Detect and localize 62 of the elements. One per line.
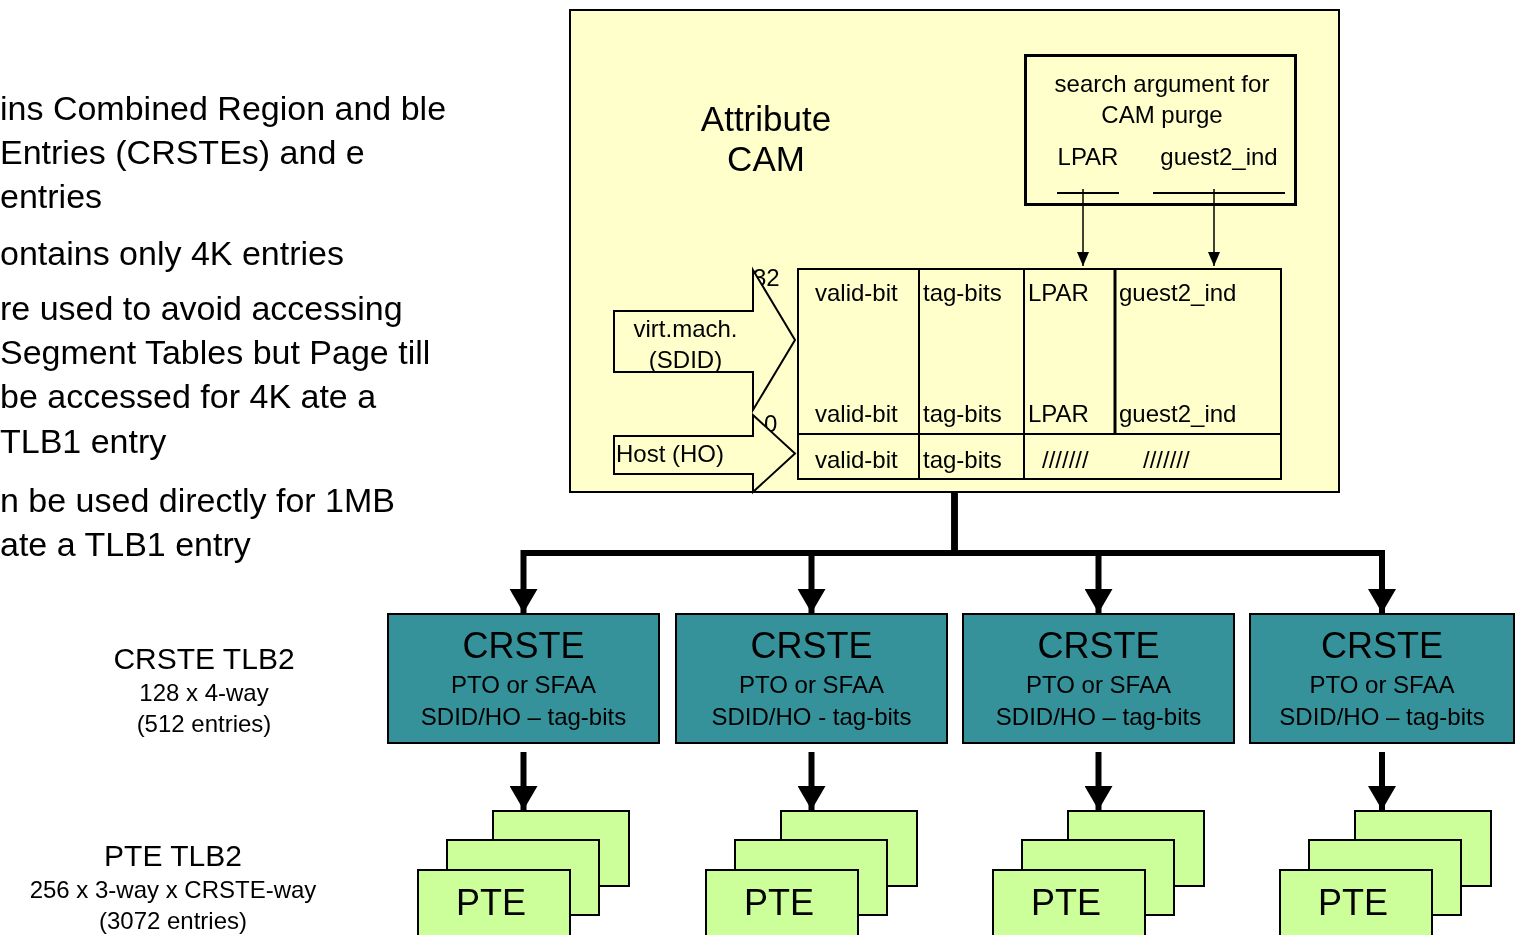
table-cell-text: tag-bits: [923, 400, 1002, 428]
box-label: search argument for CAM purge: [1053, 69, 1271, 131]
arrow: [951, 493, 1396, 613]
section-label: CRSTE TLB2: [112, 641, 296, 677]
box-label: PTO or SFAA: [450, 671, 597, 699]
table-cell-text: ///////: [1042, 446, 1089, 474]
box-title: CRSTE: [461, 625, 586, 667]
arrow: [1077, 188, 1089, 267]
block-arrow: [613, 412, 797, 495]
bullet-text: re used to avoid accessing Segment Tables but Page till be accessed for 4K ate a TLB1 entry: [0, 288, 432, 462]
pte-stack: [992, 810, 1205, 935]
field-label: LPAR: [1057, 143, 1119, 171]
box-label: SDID/HO - tag-bits: [710, 703, 913, 731]
arrow: [1084, 752, 1113, 810]
box-label: SDID/HO – tag-bits: [1278, 703, 1486, 731]
table-cell-text: valid-bit: [815, 446, 898, 474]
arrow: [797, 752, 826, 810]
bullet-text: ins Combined Region and ble Entries (CRSTEs) and e entries: [0, 88, 448, 218]
card-title: PTE: [1031, 882, 1101, 924]
box-label: SDID/HO – tag-bits: [994, 703, 1203, 731]
box-title: CRSTE: [1036, 625, 1161, 667]
arrow: [1208, 188, 1220, 267]
table-cell-text: ///////: [1143, 446, 1190, 474]
box-title: CRSTE: [1320, 625, 1444, 667]
block-title: Attribute CAM: [699, 99, 833, 180]
edge-label: Host (HO): [616, 439, 724, 469]
box-label: SDID/HO – tag-bits: [419, 703, 628, 731]
table-cell-text: guest2_ind: [1119, 400, 1237, 428]
section-label: PTE TLB2: [103, 838, 243, 874]
field-label: guest2_ind: [1159, 143, 1279, 171]
table-cell-text: LPAR: [1028, 400, 1089, 428]
box-label: PTO or SFAA: [1025, 671, 1172, 699]
edge-label: virt.mach. (SDID): [632, 314, 739, 376]
crste-box: [962, 613, 1235, 744]
box-title: CRSTE: [749, 625, 874, 667]
table-cell-text: guest2_ind: [1119, 279, 1237, 307]
card-title: PTE: [1318, 882, 1388, 924]
pte-stack: [417, 810, 630, 935]
pte-stack: [1279, 810, 1492, 935]
table-cell-text: tag-bits: [923, 279, 1002, 307]
table-cell-text: LPAR: [1028, 279, 1089, 307]
table-cell-text: tag-bits: [923, 446, 1002, 474]
card-title: PTE: [456, 882, 526, 924]
pte-stack: [705, 810, 918, 935]
crste-box: [387, 613, 660, 744]
cam-table: [797, 268, 1282, 480]
crste-box: [1249, 613, 1515, 744]
search-argument-box: [1024, 54, 1297, 206]
table-cell-text: valid-bit: [815, 279, 898, 307]
box-label: PTO or SFAA: [738, 671, 885, 699]
bullet-text: n be used directly for 1MB ate a TLB1 entry: [0, 480, 396, 566]
card-title: PTE: [744, 882, 814, 924]
table-cell-text: valid-bit: [815, 400, 898, 428]
section-note: 256 x 3-way x CRSTE-way (3072 entries): [28, 875, 318, 935]
arrow: [1368, 752, 1396, 810]
arrow: [509, 752, 538, 810]
section-note: 128 x 4-way (512 entries): [135, 678, 273, 740]
bullet-text: ontains only 4K entries: [0, 233, 345, 274]
crste-box: [675, 613, 948, 744]
block-arrow: [613, 266, 797, 414]
box-label: PTO or SFAA: [1308, 671, 1456, 699]
cam-panel: [569, 9, 1340, 493]
